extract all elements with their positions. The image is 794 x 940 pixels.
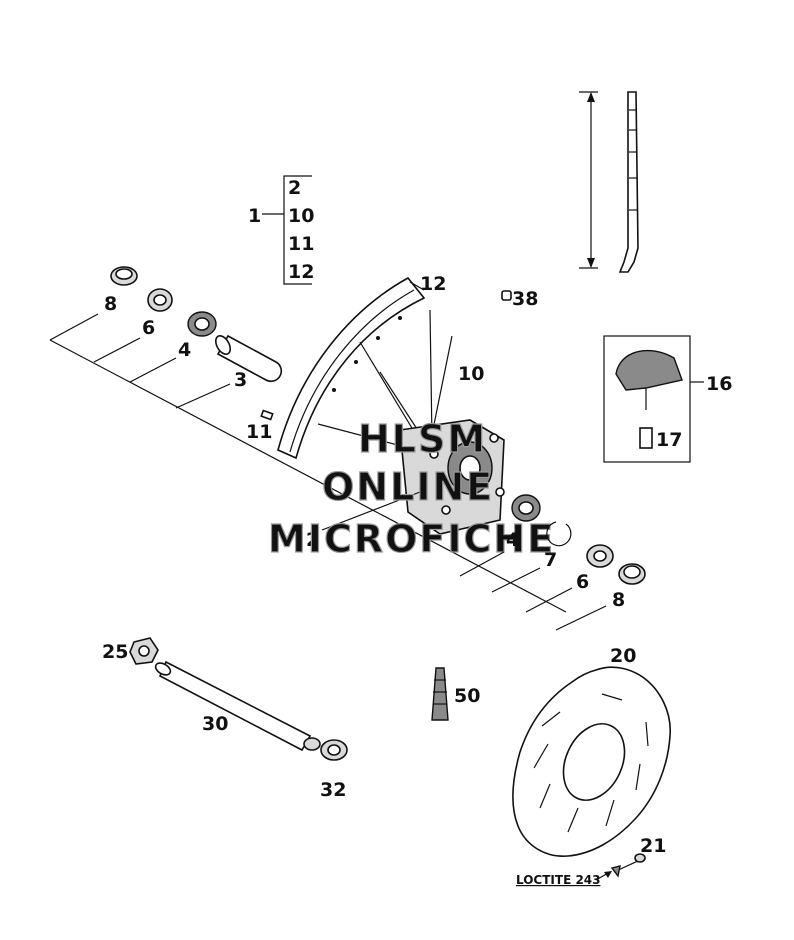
- label-3: 3: [234, 369, 247, 391]
- loctite-note: LOCTITE 243: [516, 871, 612, 887]
- axle-30: [154, 660, 321, 752]
- leader-2: [321, 491, 421, 531]
- label-16: 16: [706, 373, 732, 395]
- label-8-left: 8: [104, 293, 117, 315]
- label-4-right: 4: [506, 529, 519, 551]
- watermark-line-3: MICROFICHE: [268, 517, 555, 561]
- label-11-nipple: 11: [246, 421, 272, 443]
- spacer-8-right: [618, 563, 646, 585]
- hub-2: [399, 419, 505, 535]
- circlip-7: [546, 521, 572, 547]
- loctite-label: LOCTITE 243: [516, 873, 601, 887]
- label-6-right: 6: [576, 571, 589, 593]
- label-21: 21: [640, 835, 666, 857]
- label-7: 7: [544, 549, 557, 571]
- label-12: 12: [288, 261, 314, 283]
- bearing-4-left: [187, 311, 217, 337]
- label-11: 11: [288, 233, 314, 255]
- label-32: 32: [320, 779, 346, 801]
- nipple-11: [260, 409, 274, 421]
- label-10-spoke: 10: [458, 363, 484, 385]
- label-8-right: 8: [612, 589, 625, 611]
- label-2: 2: [288, 177, 301, 199]
- part-38: [501, 290, 512, 301]
- valve-box: [603, 335, 704, 463]
- leader-lines-lower: [459, 551, 607, 631]
- label-25: 25: [102, 641, 128, 663]
- axle-clamp-32: [320, 739, 348, 761]
- label-20: 20: [610, 645, 636, 667]
- watermark-line-1: HLSM: [358, 417, 487, 461]
- bearing-4-right: [511, 494, 541, 522]
- part-50: [431, 667, 449, 721]
- seal-6-right: [586, 544, 614, 568]
- label-30: 30: [202, 713, 228, 735]
- label-1: 1: [248, 205, 261, 227]
- label-12-rim: 12: [420, 273, 446, 295]
- axle-nut-25: [129, 637, 159, 665]
- watermark-line-2: ONLINE: [322, 465, 494, 509]
- distance-tube-3: [214, 334, 283, 383]
- spacer-8-left: [110, 266, 138, 286]
- leader-lines-upper: [49, 313, 567, 613]
- label-17: 17: [656, 429, 682, 451]
- label-38: 38: [512, 288, 538, 310]
- rim-12: [277, 276, 426, 460]
- leader-12: [409, 281, 425, 291]
- watermark: HLSM ONLINE MICROFICHE: [267, 416, 555, 561]
- assembly-bracket: [262, 175, 312, 285]
- screw-21: [610, 853, 646, 878]
- seal-6-left: [147, 288, 173, 312]
- label-10: 10: [288, 205, 314, 227]
- spoke-detail: [579, 91, 639, 273]
- label-6-left: 6: [142, 317, 155, 339]
- brake-disc-20: [512, 666, 671, 857]
- label-4-left: 4: [178, 339, 191, 361]
- label-50: 50: [454, 685, 480, 707]
- label-2-hub: 2: [306, 529, 319, 551]
